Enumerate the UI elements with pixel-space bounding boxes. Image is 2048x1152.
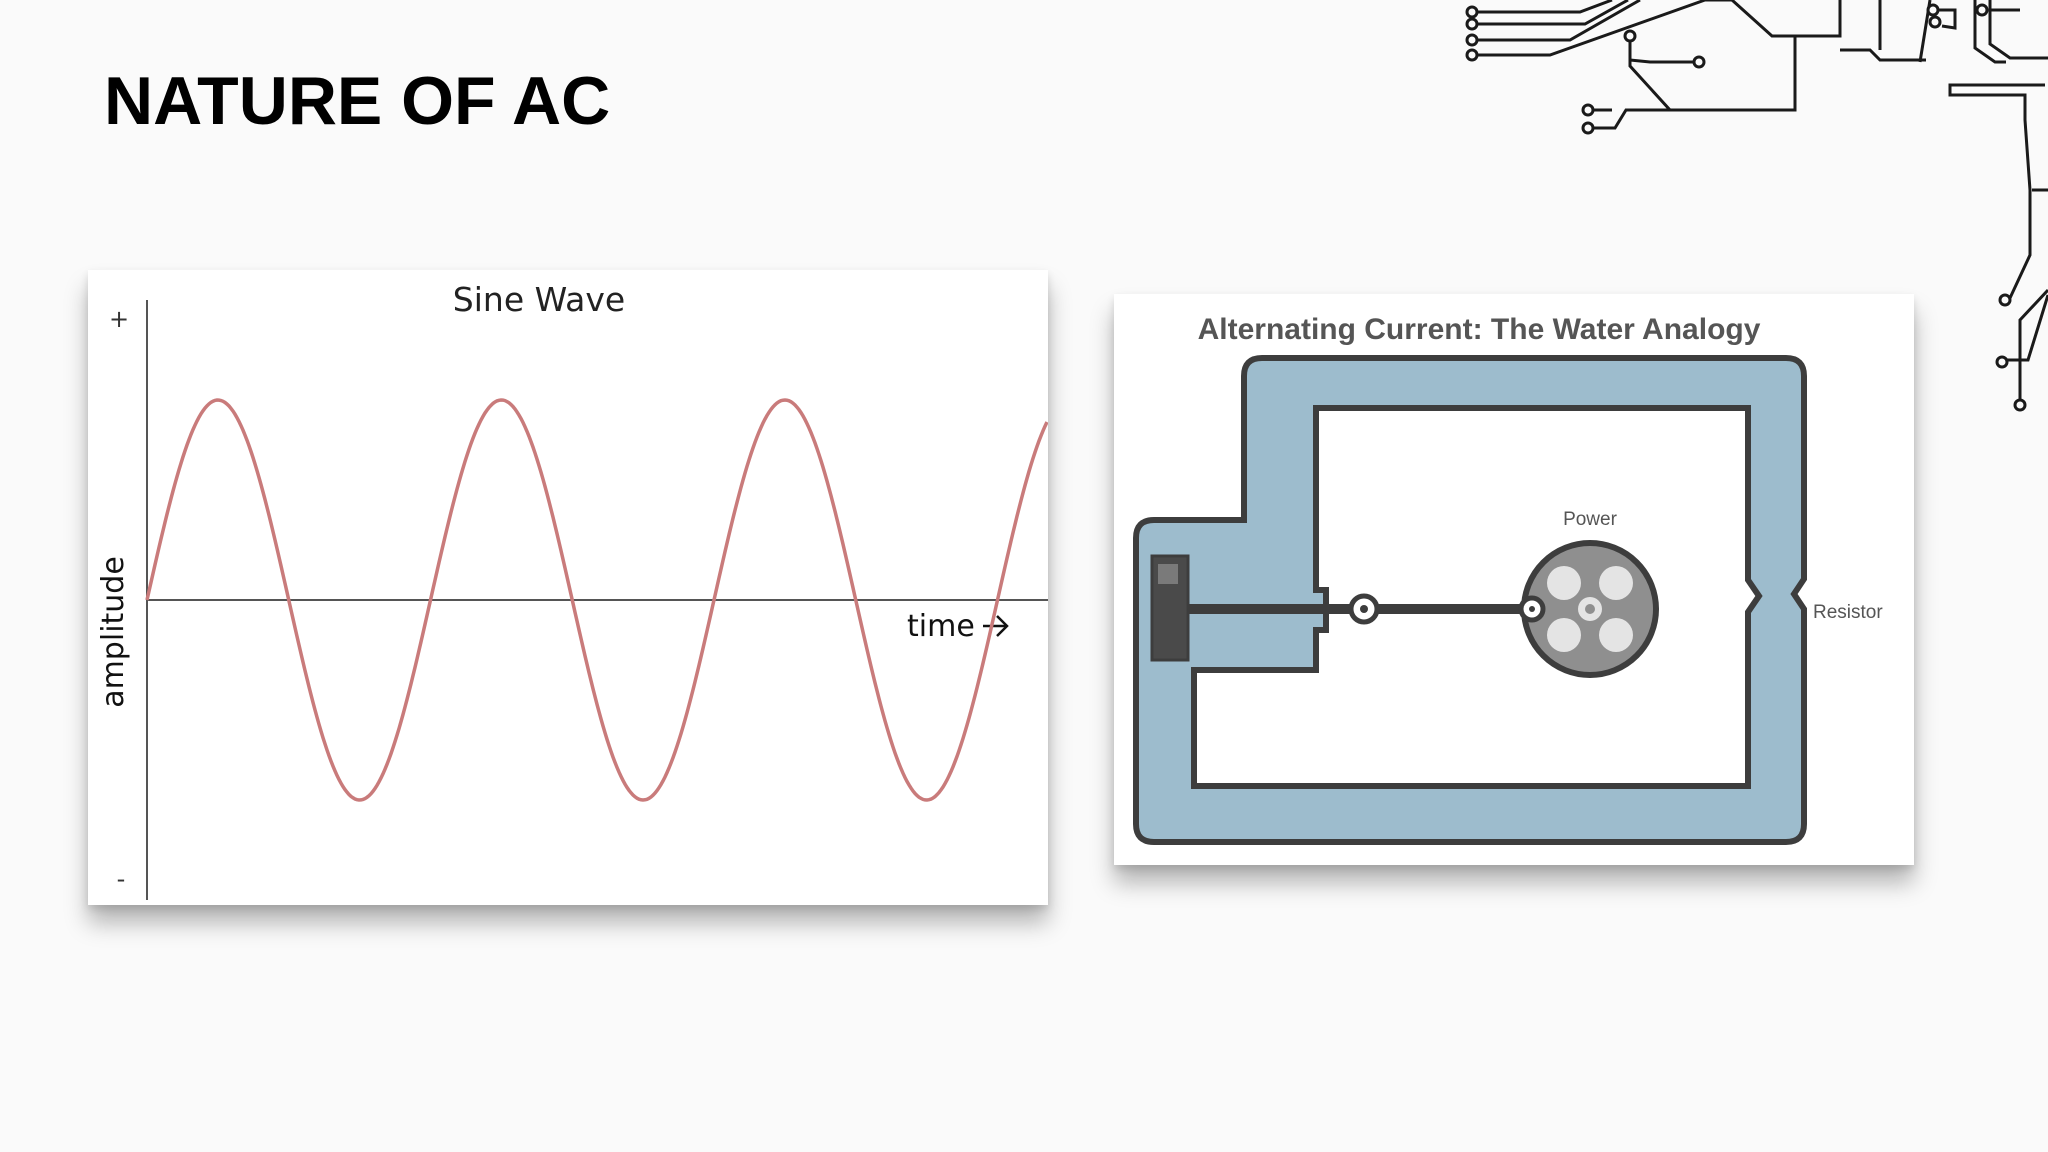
x-axis-label: time <box>907 609 975 644</box>
y-axis-plus-label: + <box>109 305 129 333</box>
water-analogy-title: Alternating Current: The Water Analogy <box>1198 313 1761 346</box>
power-label: Power <box>1563 509 1618 530</box>
water-analogy-figure: Alternating Current: The Water Analogy P… <box>1114 294 1914 865</box>
wheel-hole <box>1547 618 1581 652</box>
sine-wave-title: Sine Wave <box>453 280 625 319</box>
rod-joint-left-center <box>1360 605 1368 613</box>
y-axis-label: amplitude <box>96 556 131 708</box>
resistor-label: Resistor <box>1813 602 1883 623</box>
circuit-decoration <box>1465 0 2048 412</box>
slide-title: NATURE OF AC <box>104 63 611 139</box>
sine-wave-curve <box>145 398 1048 802</box>
rod-joint-right-center <box>1529 606 1535 612</box>
wheel-hole <box>1599 566 1633 600</box>
wheel-hole <box>1547 566 1581 600</box>
water-analogy-svg: Alternating Current: The Water Analogy P… <box>1133 313 1883 845</box>
y-axis-minus-label: - <box>117 865 126 893</box>
piston-highlight <box>1158 564 1178 584</box>
sine-wave-svg: Sine Wave + - amplitude time <box>96 280 1048 900</box>
wheel-hole <box>1599 618 1633 652</box>
wheel-hub-center <box>1585 604 1595 614</box>
sine-wave-figure: Sine Wave + - amplitude time <box>88 270 1048 905</box>
pipe-inner-area <box>1191 405 1763 789</box>
arrow-right-icon <box>983 615 1009 637</box>
